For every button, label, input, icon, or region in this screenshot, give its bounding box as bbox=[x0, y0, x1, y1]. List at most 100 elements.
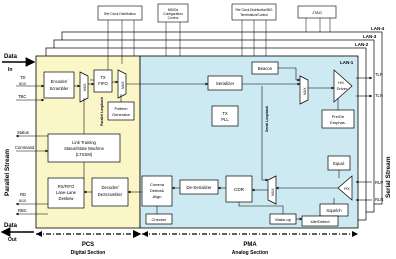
lane-label-2: LAN-2 bbox=[355, 42, 369, 47]
svg-text:Link Training: Link Training bbox=[72, 140, 96, 145]
svg-text:Emphas.: Emphas. bbox=[330, 120, 346, 125]
svg-text:Detect&: Detect& bbox=[150, 188, 165, 193]
tbc-label: TBC bbox=[18, 94, 26, 99]
svg-text:TX: TX bbox=[222, 111, 228, 116]
svg-text:Deskew: Deskew bbox=[59, 196, 75, 201]
wakeup-block: Wake-up bbox=[269, 213, 297, 225]
serial-loopback-label: Serial Loopback bbox=[265, 106, 269, 132]
rlp-label: RLP bbox=[375, 180, 383, 185]
svg-text:Align: Align bbox=[153, 194, 162, 199]
pattern-generator-block: Pattern Generator bbox=[107, 101, 135, 121]
pma-label: PMA bbox=[243, 242, 257, 248]
cdr-block: CDR bbox=[225, 175, 253, 203]
td-label: TD bbox=[20, 75, 26, 80]
lane-label-1: LAN-1 bbox=[340, 60, 354, 65]
rx-block: RX bbox=[337, 175, 353, 201]
squelch-block: Squelch bbox=[319, 203, 349, 217]
svg-text:PLL: PLL bbox=[221, 117, 229, 122]
tx-fifo-block: TX FIFO bbox=[93, 69, 113, 93]
top-box-ref-clock-termination: Ref Clock Distribution/BIG Termination/C… bbox=[231, 3, 277, 21]
svg-text:Ref Clock Distribution/BIG: Ref Clock Distribution/BIG bbox=[235, 8, 273, 12]
top-box-ref-clock: Ref Clock Distribution bbox=[97, 5, 143, 21]
rx-fifo-deskew-block: RX/FIFO Lane-Lane Deskew bbox=[47, 177, 85, 209]
svg-text:CDR: CDR bbox=[234, 187, 245, 192]
idle-detect-block: Idle/Detect bbox=[301, 215, 339, 227]
hs-driver-block: HS Driver bbox=[333, 69, 353, 103]
svg-text:Comma: Comma bbox=[150, 182, 165, 187]
svg-text:Driver: Driver bbox=[337, 86, 348, 91]
comma-detect-align-block: Comma Detect& Align bbox=[141, 175, 173, 207]
svg-text:Beacon: Beacon bbox=[258, 66, 273, 71]
in-label: In bbox=[8, 67, 12, 73]
svg-text:MUX: MUX bbox=[303, 87, 307, 95]
pre-de-emphasis-block: Pre/De Emphas. bbox=[321, 109, 355, 129]
pcs-mux-block: MUX bbox=[79, 71, 89, 103]
serial-stream-label: Serial Stream bbox=[385, 156, 392, 198]
tln-label: TLN bbox=[375, 93, 383, 98]
rd-width-label: 8/10 bbox=[19, 199, 26, 203]
data-in-label: Data bbox=[4, 54, 18, 60]
svg-text:TX: TX bbox=[100, 75, 106, 80]
top-box-jtag: JTAG bbox=[297, 5, 337, 19]
svg-text:Control: Control bbox=[168, 16, 179, 20]
svg-text:Equal.: Equal. bbox=[333, 161, 345, 166]
svg-text:Squelch: Squelch bbox=[326, 208, 342, 213]
decoder-descrambler-block: Decoder/ DeScrambler bbox=[91, 177, 129, 207]
rln-label: RLN bbox=[375, 197, 383, 202]
svg-text:RX: RX bbox=[344, 186, 350, 191]
svg-text:(LTSSM): (LTSSM) bbox=[76, 152, 93, 157]
link-training-block: Link Training Status/State Machine (LTSS… bbox=[47, 133, 121, 163]
svg-text:HS: HS bbox=[338, 80, 344, 85]
tlp-label: TLP bbox=[375, 72, 383, 77]
svg-text:MUX: MUX bbox=[271, 188, 275, 196]
status-label: Status bbox=[17, 130, 29, 135]
svg-text:JTAG: JTAG bbox=[312, 10, 322, 15]
svg-text:MDIOs: MDIOs bbox=[168, 8, 179, 12]
checker-block: Checker bbox=[145, 213, 173, 225]
svg-text:Configuration: Configuration bbox=[163, 12, 183, 16]
pcs-mux2-block: MUX bbox=[117, 69, 127, 99]
encoder-scrambler-block: Encoder/ Scrambler bbox=[43, 71, 75, 99]
rbc-label: RBC bbox=[18, 208, 27, 213]
svg-text:Checker: Checker bbox=[152, 217, 168, 222]
pcs-label: PCS bbox=[82, 242, 94, 248]
parallel-stream-label: Parallel Stream bbox=[4, 149, 11, 196]
lane-label-3: LAN-3 bbox=[363, 34, 377, 39]
svg-text:Pattern: Pattern bbox=[115, 106, 128, 111]
svg-text:Generator: Generator bbox=[112, 112, 131, 117]
rd-label: RD bbox=[20, 192, 26, 197]
svg-text:FIFO: FIFO bbox=[98, 81, 108, 86]
equalizer-block: Equal. bbox=[327, 155, 351, 171]
serializer-block: Serializer bbox=[207, 75, 243, 91]
top-box-mdio: MDIOs Configuration Control bbox=[157, 3, 189, 23]
svg-text:DeScrambler: DeScrambler bbox=[98, 192, 123, 197]
svg-text:Pre/De: Pre/De bbox=[332, 114, 345, 119]
data-out-label: Data bbox=[4, 223, 18, 229]
svg-text:Scrambler: Scrambler bbox=[49, 86, 69, 91]
command-label: Command bbox=[15, 145, 35, 150]
svg-text:Encoder/: Encoder/ bbox=[51, 79, 69, 84]
svg-text:Lane-Lane: Lane-Lane bbox=[56, 190, 77, 195]
svg-text:Ref Clock Distribution: Ref Clock Distribution bbox=[104, 12, 136, 16]
svg-text:MUX: MUX bbox=[83, 83, 87, 91]
svg-text:Decoder/: Decoder/ bbox=[102, 185, 120, 190]
pma-rx-mux-block: MUX bbox=[267, 175, 277, 205]
svg-text:Serializer: Serializer bbox=[216, 81, 235, 86]
svg-text:RX/FIFO: RX/FIFO bbox=[58, 184, 75, 189]
svg-text:Termination/Control: Termination/Control bbox=[240, 13, 268, 17]
parallel-loopback-label: Parallel Loopback bbox=[100, 97, 104, 126]
tx-pll-block: TX PLL bbox=[211, 105, 239, 127]
lane-label-4: LAN-4 bbox=[371, 26, 385, 31]
pma-tx-mux-block: MUX bbox=[299, 75, 309, 105]
svg-text:Idle/Detect: Idle/Detect bbox=[310, 219, 330, 224]
pma-sub-label: Analog Section bbox=[232, 250, 268, 256]
svg-text:Wake-up: Wake-up bbox=[275, 217, 292, 222]
svg-text:MUX: MUX bbox=[121, 81, 125, 89]
out-label: Out bbox=[8, 237, 17, 243]
td-width-label: 8/10 bbox=[19, 82, 26, 86]
footer: PCS Digital Section PMA Analog Section bbox=[36, 229, 358, 256]
pcs-sub-label: Digital Section bbox=[71, 250, 106, 256]
deserializer-block: De-Serializer bbox=[179, 179, 219, 195]
beacon-block: Beacon bbox=[251, 61, 279, 75]
